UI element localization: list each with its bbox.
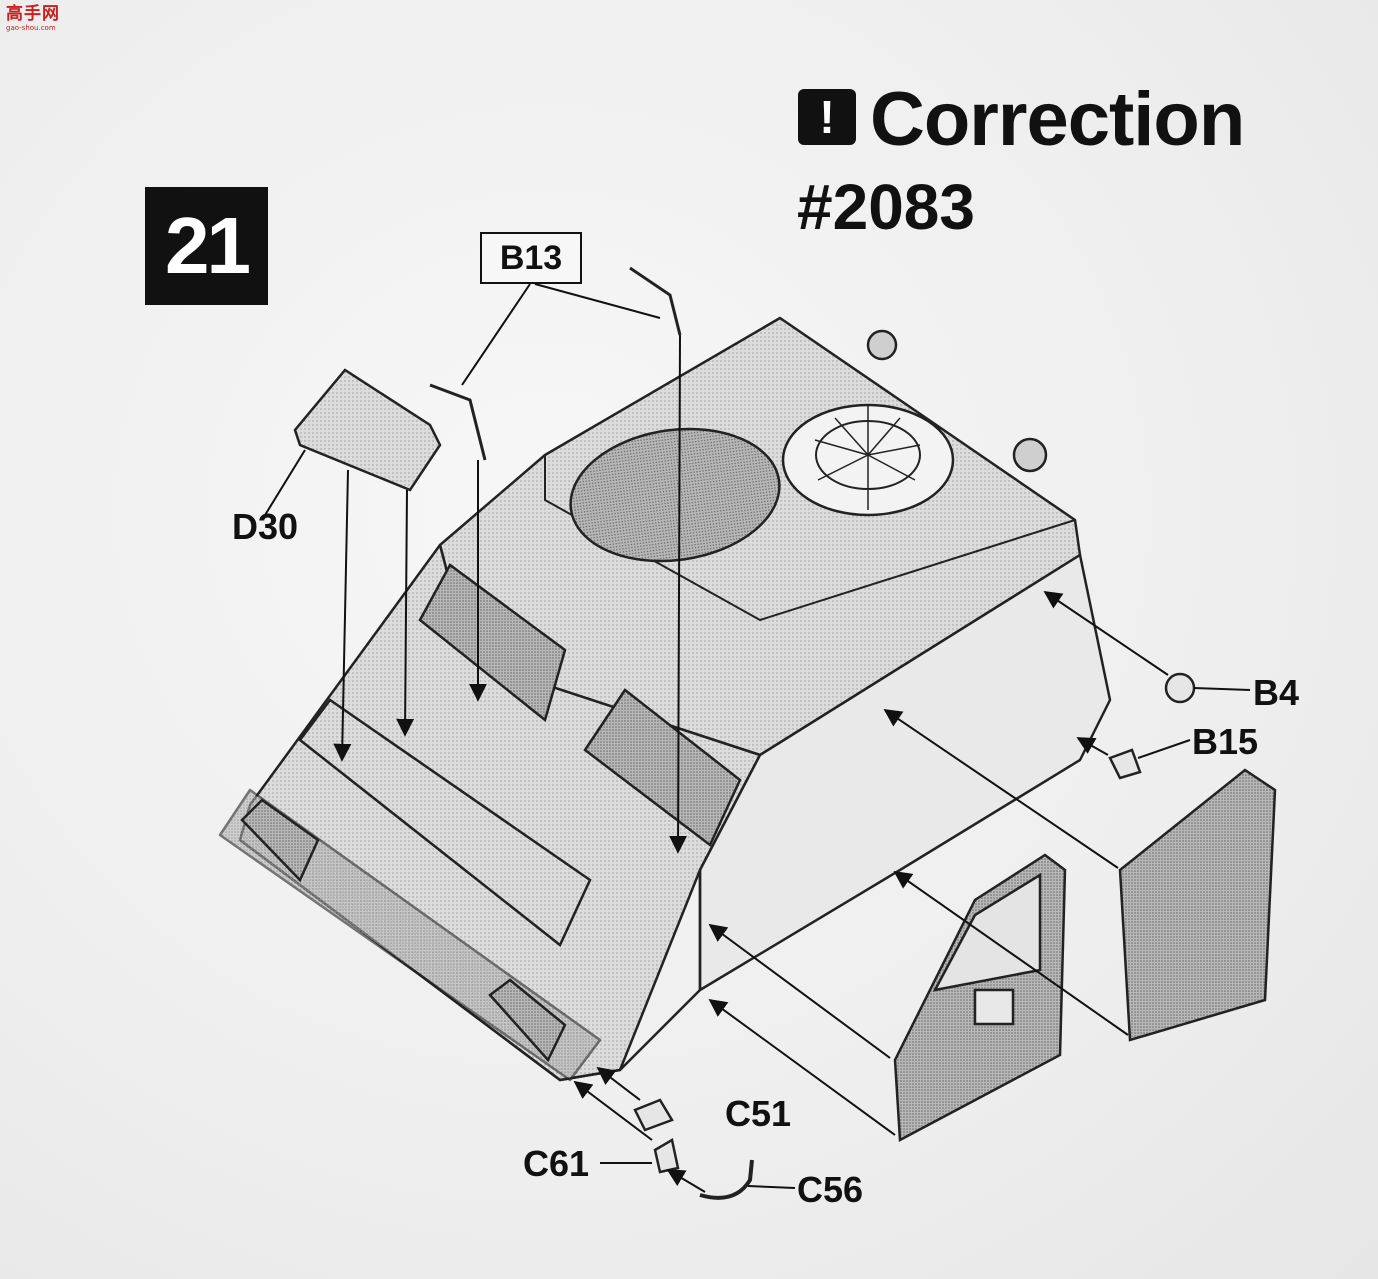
c56-leader <box>747 1185 796 1189</box>
cab-hull <box>218 316 1112 1082</box>
cab-windows <box>240 563 742 1063</box>
watermark-logo: 高手网 gao-shou.com <box>6 4 70 38</box>
b13-leader-right <box>534 283 661 319</box>
part-c61 <box>653 1138 680 1174</box>
part-d30 <box>293 368 442 492</box>
hood-outline <box>298 698 592 947</box>
part-label-c61: C61 <box>523 1143 590 1184</box>
rear-door-arrow-bottom <box>893 870 1129 1036</box>
part-label-b15: B15 <box>1192 721 1259 762</box>
windshield-right <box>583 688 742 847</box>
c56-arrow <box>666 1169 706 1193</box>
b4-leader <box>1193 687 1251 691</box>
part-label-d30: D30 <box>232 506 299 547</box>
correction-number: #2083 <box>797 171 975 243</box>
part-b4 <box>1164 672 1196 704</box>
side-mirror <box>973 988 1015 1026</box>
exclamation-icon: ! <box>798 89 856 145</box>
rear-door-arrow-top <box>883 708 1119 869</box>
cab-lower-front <box>239 839 702 1082</box>
c61-arrow <box>573 1080 653 1141</box>
loose-parts <box>293 266 1196 1200</box>
c51-arrow <box>596 1066 641 1101</box>
part-c56 <box>699 1159 754 1200</box>
correction-title: Correction <box>870 77 1245 162</box>
front-door-arrow-bottom <box>708 998 896 1136</box>
part-b15 <box>1108 748 1142 780</box>
part-label-b4: B4 <box>1253 672 1300 713</box>
part-label-b13: B13 <box>480 232 582 284</box>
front-door-arrow-top <box>708 923 891 1059</box>
part-label-c51: C51 <box>725 1093 792 1134</box>
b13-leader-left <box>461 283 531 386</box>
d30-arrow-1 <box>333 469 352 762</box>
d30-arrow-2 <box>396 489 415 737</box>
part-label-c56: C56 <box>797 1169 864 1210</box>
part-c51 <box>633 1098 674 1132</box>
logo-url: gao-shou.com <box>6 24 56 32</box>
logo-text: 高手网 <box>6 4 60 24</box>
part-b13-right <box>629 266 682 336</box>
doors <box>893 768 1277 1143</box>
step-number-badge: 21 <box>145 187 268 305</box>
rear-door <box>1118 768 1277 1042</box>
front-light-right <box>488 978 567 1063</box>
roof-hatches <box>569 329 1048 563</box>
windshield-left <box>418 563 567 723</box>
b13-arrow-right <box>669 334 688 854</box>
part-b13-left <box>429 383 487 461</box>
b15-leader <box>1137 739 1191 759</box>
front-light-left <box>240 798 320 883</box>
roof-light <box>866 329 898 361</box>
fuel-cap <box>1012 437 1048 473</box>
b4-arrow <box>1043 590 1169 676</box>
front-door-window <box>932 872 1042 992</box>
b15-arrow <box>1076 737 1109 756</box>
assembly-arrows <box>261 283 1251 1193</box>
commander-hatch <box>569 427 781 563</box>
d30-leader <box>261 449 306 521</box>
